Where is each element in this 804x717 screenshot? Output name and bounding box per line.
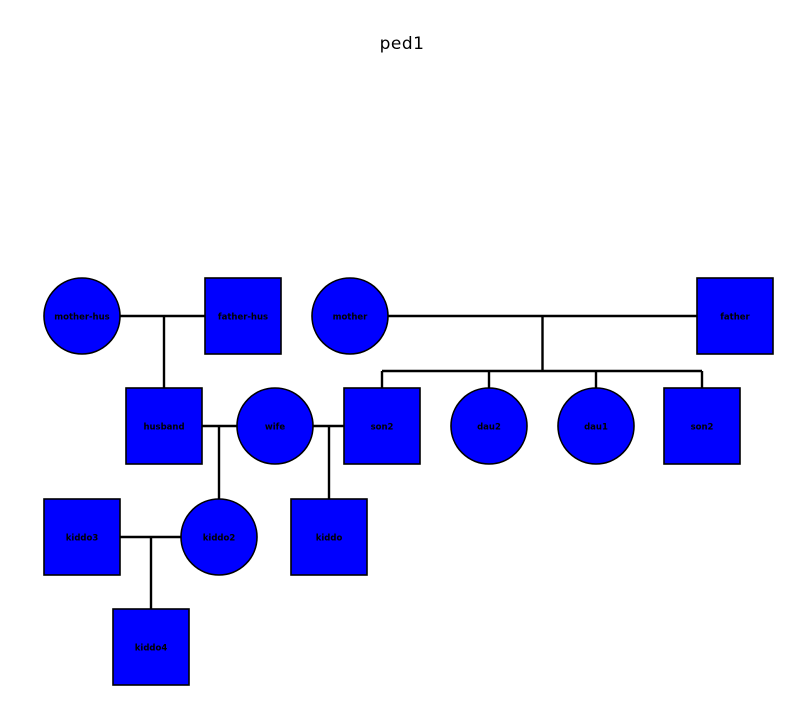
individual-son2a: son2 xyxy=(343,387,421,465)
female-circle xyxy=(180,498,258,576)
male-square xyxy=(696,277,774,355)
individual-label: son2 xyxy=(691,423,714,433)
individual-kiddo4: kiddo4 xyxy=(112,608,190,686)
individual-dau2: dau2 xyxy=(450,387,528,465)
nodes-layer: mother-hus father-hus mother father husband w… xyxy=(43,277,774,686)
female-circle xyxy=(43,277,121,355)
page-title: ped1 xyxy=(379,34,425,54)
male-square xyxy=(204,277,282,355)
individual-label: dau1 xyxy=(584,423,608,433)
female-circle xyxy=(557,387,635,465)
individual-mother: mother xyxy=(311,277,389,355)
individual-label: kiddo xyxy=(316,534,343,544)
individual-label: husband xyxy=(143,423,184,433)
female-circle xyxy=(236,387,314,465)
individual-husband: husband xyxy=(125,387,203,465)
individual-label: kiddo4 xyxy=(135,644,168,654)
individual-label: wife xyxy=(265,423,285,433)
individual-label: son2 xyxy=(371,423,394,433)
individual-kiddo3: kiddo3 xyxy=(43,498,121,576)
female-circle xyxy=(311,277,389,355)
links-layer xyxy=(120,314,704,609)
individual-dau1: dau1 xyxy=(557,387,635,465)
male-square xyxy=(112,608,190,686)
individual-kiddo: kiddo xyxy=(290,498,368,576)
individual-label: dau2 xyxy=(477,423,501,433)
male-square xyxy=(43,498,121,576)
male-square xyxy=(343,387,421,465)
male-square xyxy=(663,387,741,465)
individual-father-hus: father-hus xyxy=(204,277,282,355)
individual-son2b: son2 xyxy=(663,387,741,465)
male-square xyxy=(290,498,368,576)
individual-wife: wife xyxy=(236,387,314,465)
individual-label: kiddo3 xyxy=(66,534,99,544)
individual-father: father xyxy=(696,277,774,355)
female-circle xyxy=(450,387,528,465)
individual-label: kiddo2 xyxy=(203,534,236,544)
individual-label: father-hus xyxy=(218,313,268,323)
individual-label: father xyxy=(720,313,750,323)
individual-label: mother xyxy=(333,313,369,323)
individual-kiddo2: kiddo2 xyxy=(180,498,258,576)
individual-mother-hus: mother-hus xyxy=(43,277,121,355)
male-square xyxy=(125,387,203,465)
individual-label: mother-hus xyxy=(54,313,109,323)
